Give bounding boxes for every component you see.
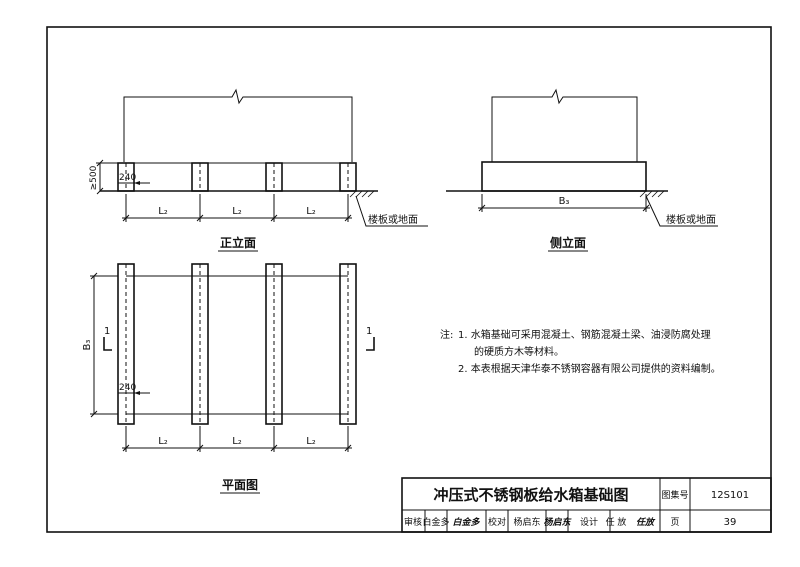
front-span-1: L₂ — [158, 206, 168, 217]
design-signature: 任放 — [636, 517, 656, 528]
review-label: 审核 — [404, 516, 422, 528]
front-elevation: ≥500 240 L₂ L₂ L₂ 楼板或地面 正立面 — [89, 88, 428, 252]
atlas-number: 12S101 — [711, 490, 749, 501]
plan-view: B₃ 240 1 1 L₂ L₂ L₂ 平面图 — [82, 263, 375, 494]
plan-section-num-right: 1 — [366, 326, 372, 337]
plan-section-num-left: 1 — [104, 326, 110, 337]
sheet-frame — [46, 26, 772, 533]
front-tank-outline — [123, 88, 353, 162]
front-width-240-label: 240 — [119, 173, 136, 183]
drawing-title: 冲压式不锈钢板给水箱基础图 — [433, 486, 628, 504]
plan-depth-dim: B₃ — [82, 340, 93, 351]
review-name: 白金多 — [422, 516, 449, 528]
plan-span-2: L₂ — [232, 436, 242, 447]
atlas-label: 图集号 — [661, 489, 688, 501]
page-label: 页 — [670, 517, 679, 528]
front-span-2: L₂ — [232, 206, 242, 217]
check-signature: 杨启东 — [543, 517, 572, 528]
side-elevation-title: 侧立面 — [550, 235, 586, 250]
design-name: 任 放 — [606, 516, 627, 528]
page-number: 39 — [724, 517, 737, 528]
review-signature: 白金多 — [452, 517, 480, 528]
side-support — [481, 161, 647, 192]
plan-width-240-label: 240 — [119, 383, 136, 393]
front-span-3: L₂ — [306, 206, 316, 217]
note-1-line-2: 的硬质方木等材料。 — [474, 345, 564, 358]
plan-span-1: L₂ — [158, 436, 168, 447]
plan-title: 平面图 — [222, 478, 258, 492]
note-2: 2. 本表根据天津华泰不锈钢容器有限公司提供的资料编制。 — [458, 362, 721, 375]
front-elevation-title: 正立面 — [220, 235, 256, 250]
front-floor-label: 楼板或地面 — [368, 213, 418, 226]
notes-prefix: 注: — [440, 328, 453, 341]
notes: 注: 1. 水箱基础可采用混凝土、钢筋混凝土梁、油浸防腐处理 的硬质方木等材料。… — [440, 328, 721, 375]
side-tank-outline — [491, 88, 638, 162]
check-name: 杨启东 — [513, 516, 540, 528]
side-floor-label: 楼板或地面 — [666, 213, 716, 226]
plan-section-mark-right — [366, 337, 375, 351]
check-label: 校对 — [488, 516, 506, 528]
title-block: 冲压式不锈钢板给水箱基础图 图集号 12S101 审核 白金多 白金多 校对 杨… — [401, 477, 772, 533]
note-1-line-1: 1. 水箱基础可采用混凝土、钢筋混凝土梁、油浸防腐处理 — [458, 328, 711, 341]
design-label: 设计 — [580, 516, 598, 528]
front-height-dim: ≥500 — [89, 165, 99, 190]
side-width-dim: B₃ — [559, 196, 570, 207]
plan-section-mark-left — [103, 337, 112, 351]
side-elevation: B₃ 楼板或地面 侧立面 — [446, 88, 718, 252]
plan-span-3: L₂ — [306, 436, 316, 447]
